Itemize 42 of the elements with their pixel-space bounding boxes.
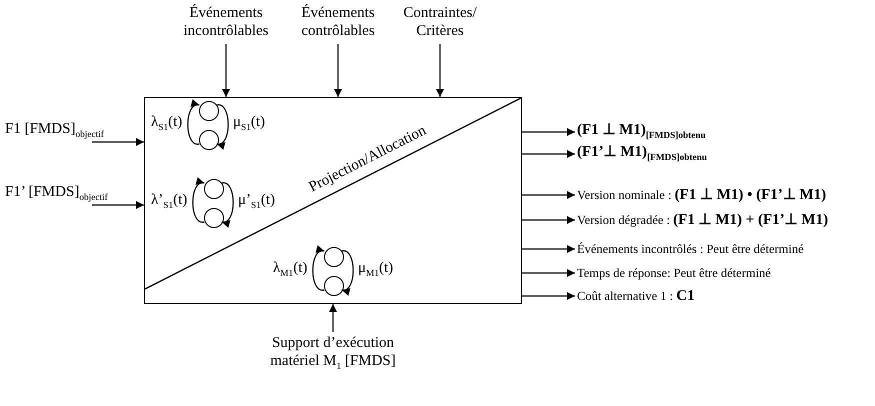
input-label: Événements incontrôlables: [166, 4, 286, 40]
input-label: Support d’exécution matériel M$_{1}$ [FMDS]: [258, 334, 408, 376]
arrow: [522, 128, 575, 136]
arrow: [192, 179, 204, 223]
output-label: Version dégradée : (F1 ⊥ M1) + (F1’⊥ M1): [577, 211, 828, 229]
output-label: Version nominale : (F1 ⊥ M1) • (F1’⊥ M1): [577, 186, 826, 204]
state-circle: [204, 208, 224, 228]
input-label: Événements contrôlables: [288, 4, 388, 40]
arrow: [329, 304, 337, 332]
edge-label: λ$_{S1}$(t): [151, 112, 182, 134]
output-label: Événements incontrôlés : Peut être déterminé: [577, 240, 804, 258]
state-circle: [204, 179, 224, 199]
arrow: [334, 44, 342, 97]
state-circle: [199, 130, 219, 150]
arrow: [92, 201, 144, 209]
output-label: Coût alternative 1 : C1: [577, 287, 695, 305]
arrow: [92, 138, 144, 146]
edge-label: λ’$_{S1}$(t): [151, 190, 188, 212]
arrow: [522, 150, 575, 158]
edge-label: μ$_{M1}$(t): [358, 258, 394, 280]
output-label: Temps de réponse: Peut être déterminé: [577, 264, 771, 282]
arrow: [522, 292, 575, 300]
arrow: [187, 101, 200, 145]
arrow: [436, 44, 444, 97]
input-label: F1’ [FMDS]$_{objectif}$: [5, 183, 110, 207]
state-circle: [324, 276, 344, 296]
arrow: [522, 216, 575, 224]
edge-label: μ’$_{S1}$(t): [238, 190, 276, 212]
arrow: [222, 44, 230, 97]
arrow: [522, 191, 575, 199]
edge-label: μ$_{S1}$(t): [233, 112, 266, 134]
edge-label: λ$_{M1}$(t): [273, 258, 308, 280]
arrow: [312, 247, 324, 291]
state-circle: [199, 101, 219, 121]
arrow: [522, 245, 575, 253]
arrow: [342, 250, 354, 294]
arrow: [216, 104, 229, 148]
arrow: [222, 182, 234, 226]
input-label: F1 [FMDS]$_{objectif}$: [5, 120, 110, 144]
state-circle: [324, 247, 344, 267]
input-label: Contraintes/ Critères: [396, 4, 484, 40]
arrow: [522, 269, 575, 277]
